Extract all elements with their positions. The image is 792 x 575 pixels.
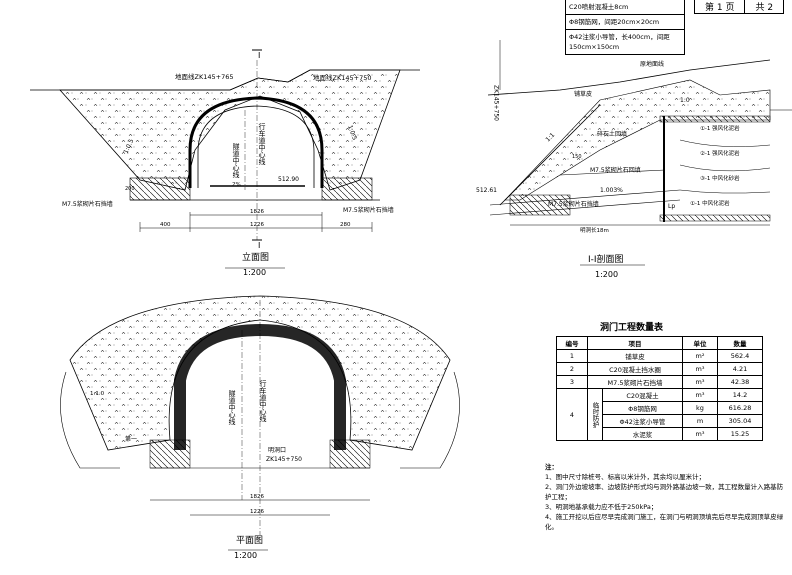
- section-ratio-label: 1:1: [544, 132, 556, 144]
- plan-station-label: ZK145+750: [266, 456, 302, 463]
- note-item: 3、明洞地基承载力应不低于250kPa；: [545, 503, 658, 511]
- col-no: 编号: [556, 336, 588, 350]
- section-mark-bottom: I: [258, 241, 260, 250]
- section-mark-top: I: [258, 51, 260, 60]
- elevation-scale: 1:200: [243, 268, 266, 277]
- section-wall-label: M7.5浆砌片石回填: [590, 166, 641, 174]
- section-wall2-label: M7.5浆砌片石挡墙: [548, 200, 599, 208]
- elevation-title: 立面图: [242, 251, 269, 263]
- plan-dim-1826: 1826: [250, 494, 264, 500]
- crossfall-label: 2%: [232, 182, 241, 188]
- page-label: 第 1 页: [693, 0, 746, 14]
- section-layer-3: ③-1 中风化砂岩: [700, 174, 740, 182]
- plan-dim-1226: 1226: [250, 509, 264, 515]
- section-layer-2: ②-1 强风化泥岩: [700, 149, 740, 157]
- elev-label: 512.90: [278, 176, 299, 183]
- section-view: [487, 40, 792, 266]
- section-dim-bottom: 明洞长18m: [580, 226, 609, 234]
- section-dim-mid: 150: [572, 154, 582, 160]
- col-item: 项目: [587, 336, 683, 350]
- section-layer-1: ①-1 强风化泥岩: [700, 124, 740, 132]
- col-qty: 数量: [717, 336, 763, 350]
- table-row: 水泥浆 m³ 15.25: [557, 427, 763, 441]
- section-title: I-I剖面图: [588, 253, 624, 265]
- table-row: 3 M7.5浆砌片石挡墙 m³ 42.38: [556, 375, 763, 389]
- plan-scale: 1:200: [234, 551, 257, 560]
- section-scale: 1:200: [595, 270, 618, 279]
- section-ratio2-label: 1:0: [680, 97, 690, 104]
- plan-lane-label: 行车道中心线: [259, 379, 267, 422]
- plan-side-mark: 第一: [125, 435, 137, 443]
- spec-item-3: Φ42注浆小导管，长400cm，间距150cm×150cm: [569, 33, 670, 51]
- spec-item-1: C20喷射混凝土8cm: [566, 0, 684, 15]
- table-row: 2 C20混凝土挡水圈 m³ 4.21: [556, 362, 763, 376]
- title-block: 第 1 页 共 2: [693, 0, 785, 14]
- section-turf-label: 铺草皮: [574, 90, 592, 98]
- spec-box: C20喷射混凝土8cm Φ8钢筋网，间距20cm×20cm Φ42注浆小导管，长…: [565, 0, 685, 55]
- dim-200: 200: [125, 186, 135, 192]
- lane-centerline-label: 行车道中心线: [258, 122, 266, 165]
- elevation-view: [30, 49, 420, 269]
- plan-title: 平面图: [236, 535, 263, 546]
- table-row: Φ8钢筋网 kg 616.28: [557, 401, 763, 415]
- total-label: 共 2: [744, 0, 785, 14]
- notes-heading: 注：: [545, 463, 558, 471]
- col-unit: 单位: [682, 336, 718, 350]
- dim-1826: 1826: [250, 209, 264, 215]
- plan-slope-label: 1:1.0: [90, 391, 105, 397]
- section-ground-label: 原地面线: [640, 60, 664, 68]
- dim-280: 280: [340, 222, 351, 228]
- wall-right-label: M7.5浆砌片石挡墙: [343, 206, 394, 214]
- plan-centerline-label: 隧道中心线: [228, 389, 236, 425]
- dim-1226: 1226: [250, 222, 264, 228]
- quantity-table: 编号 项目 单位 数量 1 铺草皮 m² 562.4 2 C20混凝土挡水圈 m…: [556, 336, 763, 441]
- group-label: 临时防护: [587, 388, 603, 441]
- table-row: Φ42注浆小导管 m 305.04: [557, 414, 763, 428]
- table-row: 1 铺草皮 m² 562.4: [556, 349, 763, 363]
- table-row: 4 临时防护 C20混凝土 m³ 14.2: [556, 388, 763, 441]
- dim-400: 400: [160, 222, 171, 228]
- slope-right-label: 1:0.5: [346, 124, 358, 141]
- plan-entrance-label: 明洞口: [268, 446, 286, 454]
- notes: 注： 1、图中尺寸除桩号、标高以米计外，其余均以厘米计； 2、洞门外边坡坡率、边…: [545, 462, 785, 532]
- wall-left-label: M7.5浆砌片石挡墙: [62, 200, 113, 208]
- section-layer-4: ①-1 中风化泥岩: [690, 199, 730, 207]
- ground-right-label: 地面线ZK145+750: [313, 73, 371, 82]
- note-item: 2、洞门外边坡坡率、边坡防护形式均与洞外路基边坡一致，其工程数量计入路基防护工程…: [545, 483, 784, 501]
- quantity-table-title: 洞门工程数量表: [600, 323, 664, 333]
- section-lp: Lp: [668, 203, 675, 210]
- tunnel-centerline-label: 隧道中心线: [232, 142, 240, 178]
- section-station: ZK145+750: [493, 85, 500, 121]
- spec-item-2: Φ8钢筋网，间距20cm×20cm: [566, 15, 684, 30]
- section-elev-label: 512.61: [476, 187, 497, 194]
- note-item: 4、施工开挖以后应尽早完成洞门施工，在洞门与明洞顶填完后尽早完成洞顶草皮绿化。: [545, 513, 784, 531]
- section-grade-label: 1.003%: [600, 187, 623, 194]
- section-fill-label: 碎石土回填: [597, 130, 627, 138]
- plan-view: [60, 295, 460, 551]
- note-item: 1、图中尺寸除桩号、标高以米计外，其余均以厘米计；: [545, 473, 706, 481]
- ground-left-label: 地面线ZK145+765: [175, 72, 233, 81]
